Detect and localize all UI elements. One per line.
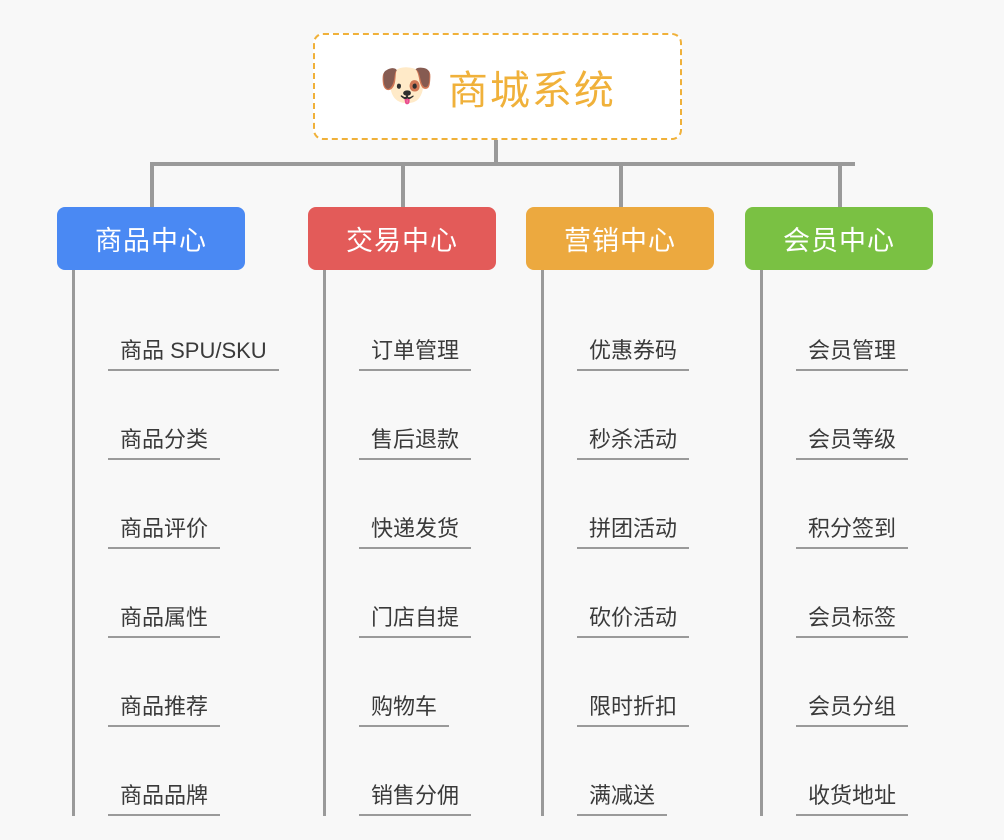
branch-leaf-list-1: 商品 SPU/SKU 商品分类商品评价商品属性商品推荐商品品牌 bbox=[72, 270, 279, 816]
root-node-shop-system[interactable]: 🐶 商城系统 bbox=[313, 33, 682, 140]
connector-horizontal-bar bbox=[150, 162, 855, 166]
leaf-node-label: 限时折扣 bbox=[577, 694, 690, 727]
branch-leaf-list-4: 会员管理会员等级积分签到会员标签会员分组收货地址 bbox=[760, 270, 933, 816]
leaf-node-label: 会员管理 bbox=[796, 338, 909, 371]
leaf-node-label: 售后退款 bbox=[359, 427, 472, 460]
leaf-node[interactable]: 商品品牌 bbox=[75, 727, 245, 816]
leaf-node[interactable]: 商品评价 bbox=[75, 460, 245, 549]
leaf-node-label: 快递发货 bbox=[359, 516, 472, 549]
leaf-node-label: 会员分组 bbox=[796, 694, 909, 727]
dog-face-icon: 🐶 bbox=[379, 60, 434, 110]
leaf-node[interactable]: 砍价活动 bbox=[544, 549, 714, 638]
branch-header-4[interactable]: 会员中心 bbox=[745, 207, 933, 270]
branch-header-3[interactable]: 营销中心 bbox=[526, 207, 714, 270]
leaf-node-label: 商品品牌 bbox=[108, 783, 221, 816]
leaf-node[interactable]: 满减送 bbox=[544, 727, 714, 816]
leaf-node-label: 积分签到 bbox=[796, 516, 909, 549]
leaf-node[interactable]: 商品推荐 bbox=[75, 638, 245, 727]
leaf-node[interactable]: 秒杀活动 bbox=[544, 371, 714, 460]
leaf-node[interactable]: 售后退款 bbox=[326, 371, 496, 460]
leaf-node-label: 销售分佣 bbox=[359, 783, 472, 816]
leaf-node[interactable]: 商品 SPU/SKU bbox=[75, 282, 279, 371]
root-node-title: 商城系统 bbox=[447, 68, 616, 113]
connector-drop-1 bbox=[150, 162, 154, 207]
leaf-node-label: 商品属性 bbox=[108, 605, 221, 638]
leaf-node[interactable]: 销售分佣 bbox=[326, 727, 496, 816]
branch-header-2[interactable]: 交易中心 bbox=[308, 207, 496, 270]
leaf-node[interactable]: 购物车 bbox=[326, 638, 496, 727]
leaf-node-label: 商品推荐 bbox=[108, 694, 221, 727]
leaf-node-label: 商品分类 bbox=[108, 427, 221, 460]
leaf-node-label: 会员标签 bbox=[796, 605, 909, 638]
leaf-node[interactable]: 收货地址 bbox=[763, 727, 933, 816]
leaf-node[interactable]: 限时折扣 bbox=[544, 638, 714, 727]
leaf-node-label: 门店自提 bbox=[359, 605, 472, 638]
leaf-node[interactable]: 订单管理 bbox=[326, 282, 496, 371]
leaf-node[interactable]: 快递发货 bbox=[326, 460, 496, 549]
leaf-node-label: 会员等级 bbox=[796, 427, 909, 460]
branch-header-label: 会员中心 bbox=[783, 226, 895, 256]
leaf-node-label: 满减送 bbox=[577, 783, 668, 816]
leaf-node-label: 拼团活动 bbox=[577, 516, 690, 549]
branch-column-4: 会员中心会员管理会员等级积分签到会员标签会员分组收货地址 bbox=[745, 207, 933, 816]
leaf-node[interactable]: 商品属性 bbox=[75, 549, 245, 638]
branch-header-label: 交易中心 bbox=[346, 226, 458, 256]
leaf-node-label: 商品 SPU/SKU bbox=[108, 338, 279, 371]
branch-column-1: 商品中心商品 SPU/SKU 商品分类商品评价商品属性商品推荐商品品牌 bbox=[57, 207, 279, 816]
leaf-node[interactable]: 积分签到 bbox=[763, 460, 933, 549]
connector-drop-2 bbox=[401, 162, 405, 207]
branch-leaf-list-2: 订单管理售后退款快递发货门店自提购物车销售分佣 bbox=[323, 270, 496, 816]
leaf-node[interactable]: 会员分组 bbox=[763, 638, 933, 727]
leaf-node[interactable]: 门店自提 bbox=[326, 549, 496, 638]
leaf-node-label: 商品评价 bbox=[108, 516, 221, 549]
branch-column-2: 交易中心订单管理售后退款快递发货门店自提购物车销售分佣 bbox=[308, 207, 496, 816]
connector-drop-3 bbox=[619, 162, 623, 207]
branch-header-1[interactable]: 商品中心 bbox=[57, 207, 245, 270]
leaf-node-label: 订单管理 bbox=[359, 338, 472, 371]
leaf-node[interactable]: 优惠券码 bbox=[544, 282, 714, 371]
leaf-node[interactable]: 会员标签 bbox=[763, 549, 933, 638]
connector-drop-4 bbox=[838, 162, 842, 207]
branch-leaf-list-3: 优惠券码秒杀活动拼团活动砍价活动限时折扣满减送 bbox=[541, 270, 714, 816]
leaf-node[interactable]: 拼团活动 bbox=[544, 460, 714, 549]
connector-root-stem bbox=[494, 140, 498, 165]
leaf-node-label: 收货地址 bbox=[796, 783, 909, 816]
leaf-node[interactable]: 商品分类 bbox=[75, 371, 245, 460]
leaf-node-label: 购物车 bbox=[359, 694, 450, 727]
branch-header-label: 商品中心 bbox=[95, 226, 207, 256]
branch-column-3: 营销中心优惠券码秒杀活动拼团活动砍价活动限时折扣满减送 bbox=[526, 207, 714, 816]
leaf-node-label: 优惠券码 bbox=[577, 338, 690, 371]
leaf-node-label: 秒杀活动 bbox=[577, 427, 690, 460]
leaf-node[interactable]: 会员管理 bbox=[763, 282, 933, 371]
leaf-node[interactable]: 会员等级 bbox=[763, 371, 933, 460]
branch-header-label: 营销中心 bbox=[564, 226, 676, 256]
leaf-node-label: 砍价活动 bbox=[577, 605, 690, 638]
